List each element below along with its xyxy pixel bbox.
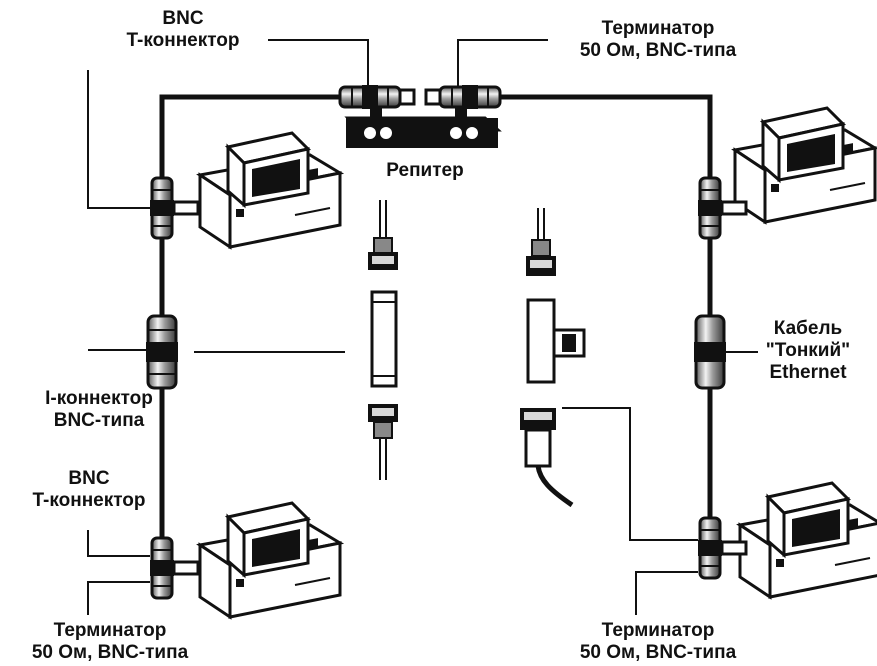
label-bnc-t-connector-bottom: BNC T-коннектор: [4, 468, 174, 512]
computer-bottom-right: [738, 481, 877, 599]
t-connector-left-upper: [148, 176, 200, 240]
label-i-connector: I-коннектор BNC-типа: [4, 388, 194, 432]
label-terminator-bottom-left: Терминатор 50 Ом, BNC-типа: [0, 620, 220, 664]
t-connector-left-lower: [148, 536, 200, 600]
label-repeater: Репитер: [370, 160, 480, 182]
label-line: BNC-типа: [53, 410, 145, 431]
computer-top-left: [198, 131, 342, 249]
label-line: "Тонкий": [765, 340, 851, 361]
t-connector-right-upper: [696, 176, 748, 240]
label-line: Терминатор: [53, 620, 167, 641]
label-terminator-bottom-right: Терминатор 50 Ом, BNC-типа: [548, 620, 768, 664]
label-terminator-top: Терминатор 50 Ом, BNC-типа: [548, 18, 768, 62]
label-line: Кабель: [773, 318, 843, 339]
label-bnc-t-connector-top: BNC T-коннектор: [98, 8, 268, 52]
label-line: Терминатор: [601, 620, 715, 641]
label-line: BNC: [162, 8, 204, 29]
thin-ethernet-cable: [159, 94, 713, 555]
label-line: 50 Ом, BNC-типа: [579, 40, 737, 61]
label-line: T-коннектор: [126, 30, 240, 51]
label-line: 50 Ом, BNC-типа: [579, 642, 737, 663]
cable-joint-right: [694, 314, 726, 390]
exploded-t-connector: [520, 208, 586, 508]
label-line: Терминатор: [601, 18, 715, 39]
repeater: [344, 100, 502, 148]
label-thin-ethernet-cable: Кабель "Тонкий" Ethernet: [748, 318, 868, 384]
label-line: Репитер: [386, 160, 464, 181]
t-connector-right-lower: [696, 516, 748, 580]
computer-top-right: [733, 106, 877, 224]
label-line: I-коннектор: [45, 388, 153, 409]
terminator-top: [424, 83, 502, 111]
computer-bottom-left: [198, 501, 342, 619]
i-connector: [146, 314, 178, 390]
label-line: Ethernet: [769, 362, 847, 383]
exploded-i-connector: [368, 200, 398, 480]
label-line: T-коннектор: [32, 490, 146, 511]
bnc-t-connector-top: [338, 83, 416, 111]
label-line: BNC: [68, 468, 110, 489]
label-line: 50 Ом, BNC-типа: [31, 642, 189, 663]
leader-lines: [87, 39, 758, 615]
